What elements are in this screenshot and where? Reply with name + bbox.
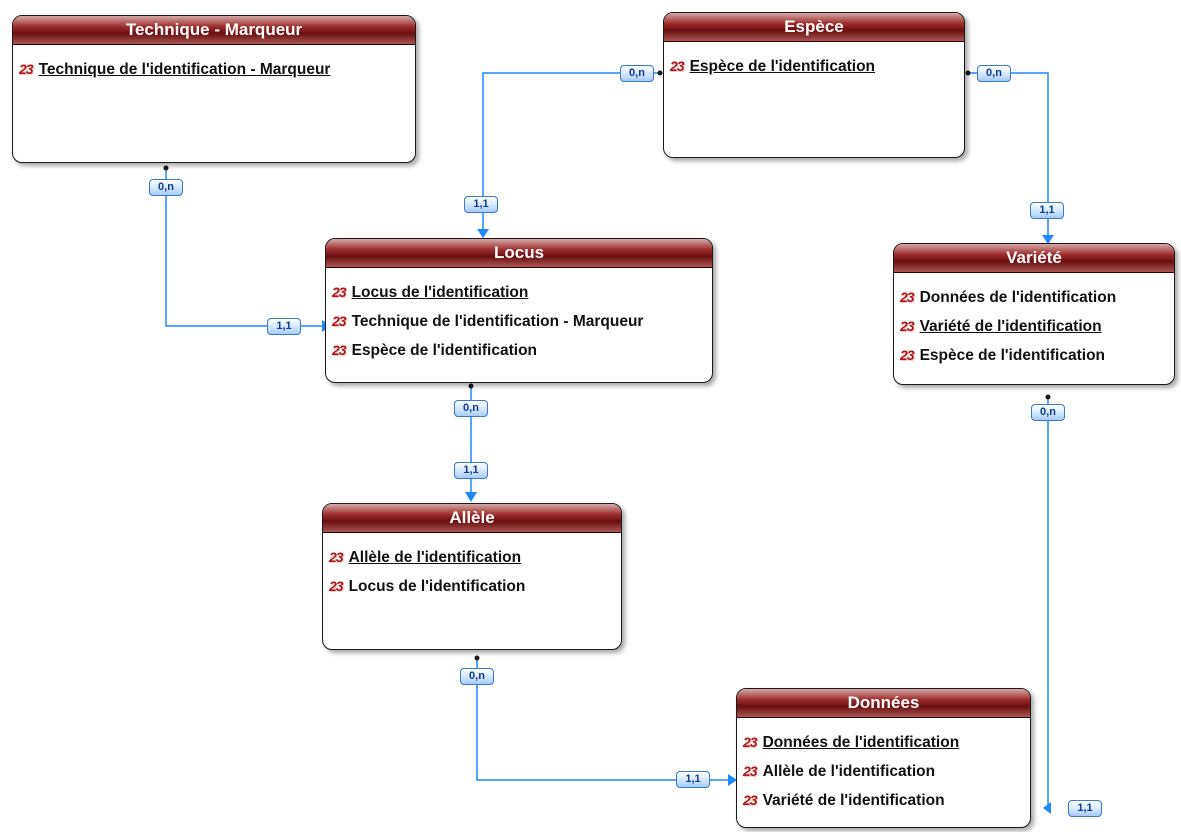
field-type-icon: 23 — [332, 342, 347, 358]
arrow-head — [477, 229, 489, 238]
arrow-head — [465, 492, 477, 502]
arrow-head — [728, 774, 737, 786]
entity-title: Technique - Marqueur — [13, 16, 415, 45]
cardinality-badge: 0,n — [620, 65, 654, 82]
link-anchor-dot — [468, 383, 474, 389]
link-allele-donnees — [476, 658, 735, 781]
field-type-icon: 23 — [743, 763, 758, 779]
field-label: Espèce de l'identification — [689, 58, 876, 75]
field-label: Espèce de l'identification — [351, 342, 538, 359]
cardinality-badge: 1,1 — [1068, 800, 1102, 817]
cardinality-badge: 0,n — [149, 179, 183, 196]
cardinality-badge: 0,n — [460, 668, 494, 685]
field-type-icon: 23 — [900, 347, 915, 363]
field-type-icon: 23 — [743, 734, 758, 750]
cardinality-badge: 1,1 — [1030, 202, 1064, 219]
arrow-head — [1042, 235, 1054, 244]
field-label: Variété de l'identification — [762, 792, 945, 809]
field-label: Variété de l'identification — [919, 318, 1102, 335]
cardinality-badge: 0,n — [977, 65, 1011, 82]
field-type-icon: 23 — [19, 61, 34, 77]
cardinality-badge: 1,1 — [454, 462, 488, 479]
arrow-head — [1043, 802, 1051, 814]
field-label: Allèle de l'identification — [348, 549, 522, 566]
link-anchor-dot — [1045, 394, 1051, 400]
link-anchor-dot — [965, 70, 971, 76]
link-anchor-dot — [474, 655, 480, 661]
field-type-icon: 23 — [743, 792, 758, 808]
cardinality-badge: 1,1 — [464, 196, 498, 213]
cardinality-badge: 1,1 — [676, 771, 710, 788]
link-anchor-dot — [657, 70, 663, 76]
field-label: Espèce de l'identification — [919, 347, 1106, 364]
field-type-icon: 23 — [332, 284, 347, 300]
link-espece-locus — [482, 72, 660, 236]
field-type-icon: 23 — [329, 549, 344, 565]
link-variete-donnees — [1045, 397, 1049, 809]
field-label: Locus de l'identification — [351, 284, 529, 301]
entity-title: Données — [737, 689, 1030, 718]
field-label: Données de l'identification — [762, 734, 960, 751]
field-type-icon: 23 — [332, 313, 347, 329]
entity-title: Locus — [326, 239, 712, 268]
entity-title: Variété — [894, 244, 1174, 273]
field-type-icon: 23 — [900, 289, 915, 305]
link-anchor-dot — [163, 165, 169, 171]
field-label: Technique de l'identification - Marqueur — [38, 61, 331, 78]
entity-title: Espèce — [664, 13, 964, 42]
field-label: Technique de l'identification - Marqueur — [351, 313, 644, 330]
field-label: Locus de l'identification — [348, 578, 526, 595]
cardinality-badge: 1,1 — [267, 318, 301, 335]
field-label: Données de l'identification — [919, 289, 1117, 306]
cardinality-badge: 0,n — [1031, 404, 1065, 421]
field-type-icon: 23 — [329, 578, 344, 594]
entity-title: Allèle — [323, 504, 621, 533]
link-technique-locus — [165, 168, 322, 327]
field-type-icon: 23 — [670, 58, 685, 74]
field-type-icon: 23 — [900, 318, 915, 334]
field-label: Allèle de l'identification — [762, 763, 936, 780]
cardinality-badge: 0,n — [454, 400, 488, 417]
